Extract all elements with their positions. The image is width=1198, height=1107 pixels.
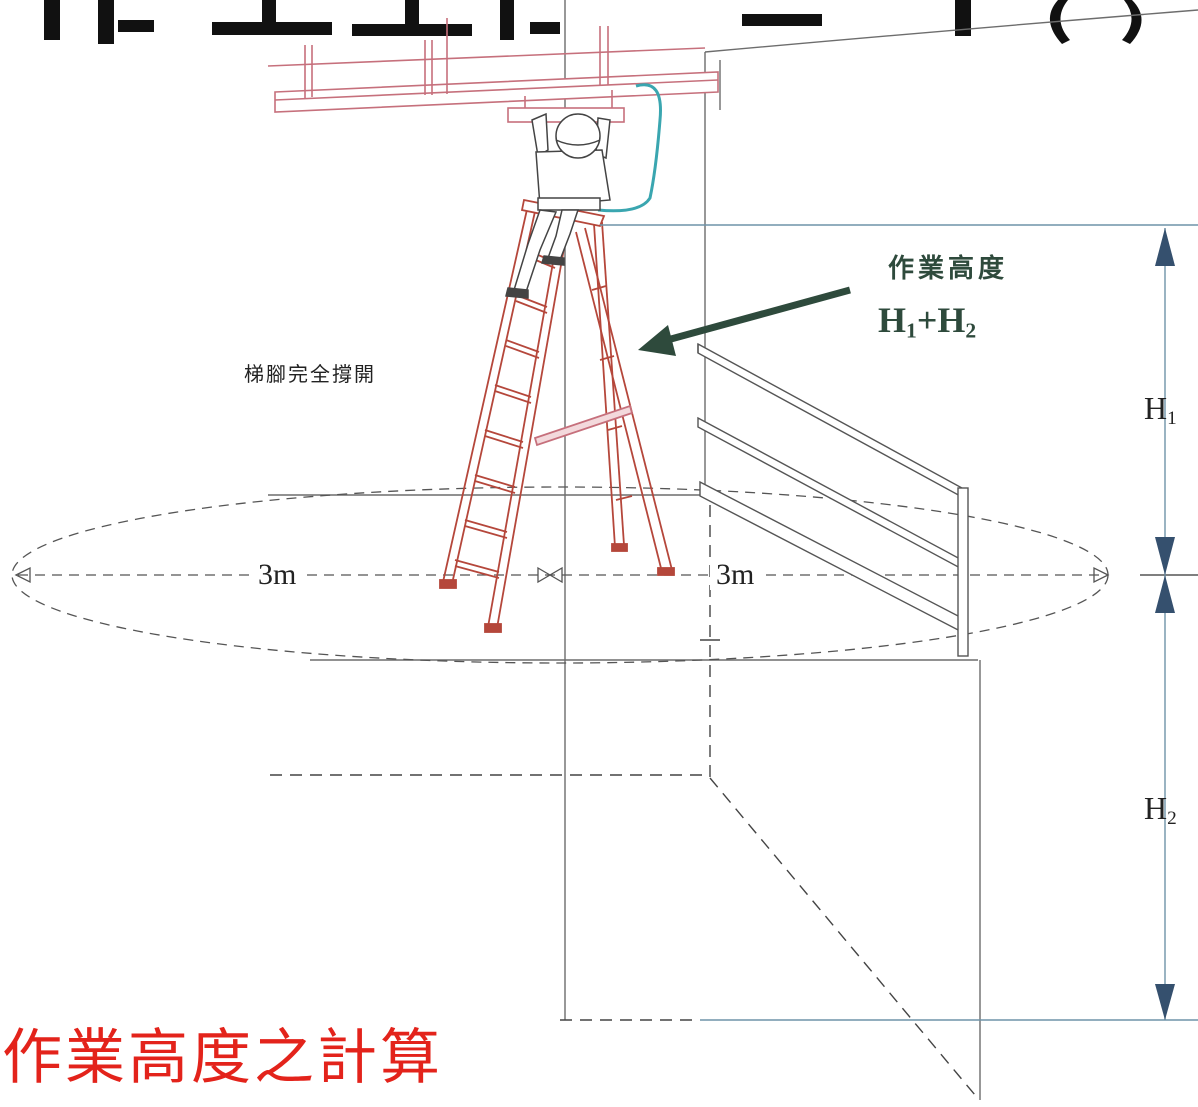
arrow-down-icon xyxy=(1155,984,1175,1020)
height-dimension xyxy=(600,224,1198,1021)
arrow-up-icon xyxy=(1155,228,1175,266)
formula-h2-sub: 2 xyxy=(965,318,977,343)
hidden-edge-lines xyxy=(270,505,976,1096)
dimension-h1-label: H1 xyxy=(1144,392,1177,428)
distance-right-label: 3m xyxy=(710,560,761,590)
dimension-h1-sub: 1 xyxy=(1167,407,1177,429)
distance-left-label: 3m xyxy=(252,560,303,590)
formula-h2-letter: H xyxy=(937,300,966,340)
worker-figure xyxy=(505,112,611,299)
pointer-arrow xyxy=(638,286,851,356)
dimension-h2-sub: 2 xyxy=(1167,807,1177,829)
dimension-h1-letter: H xyxy=(1144,390,1168,426)
guard-railing xyxy=(697,342,969,657)
arrow-down-icon xyxy=(1155,537,1175,575)
arrow-right-icon xyxy=(1093,566,1110,584)
work-height-formula: H1+H2 xyxy=(878,302,976,342)
helmet-icon xyxy=(555,113,601,159)
caption-title: 作業高度之計算 xyxy=(2,1023,443,1093)
ladder-note: 梯腳完全撐開 xyxy=(244,362,376,386)
formula-h1-letter: H xyxy=(878,300,907,340)
dimension-h2-label: H2 xyxy=(1144,792,1177,828)
arrow-left-icon xyxy=(14,566,31,584)
arrow-head-icon xyxy=(638,325,676,356)
center-mark-icon xyxy=(537,566,563,584)
formula-plus: + xyxy=(916,300,938,340)
formula-h1-sub: 1 xyxy=(906,318,917,343)
distance-line xyxy=(14,566,1110,584)
dimension-h2-letter: H xyxy=(1144,790,1168,826)
work-height-label: 作業高度 xyxy=(888,254,1009,284)
building-structure xyxy=(268,0,1198,1100)
safety-lanyard xyxy=(597,83,662,213)
cropped-title-fragment xyxy=(44,0,1142,44)
ceiling-beam xyxy=(267,18,719,123)
step-ladder xyxy=(439,198,675,633)
arrow-up-icon xyxy=(1155,575,1175,613)
